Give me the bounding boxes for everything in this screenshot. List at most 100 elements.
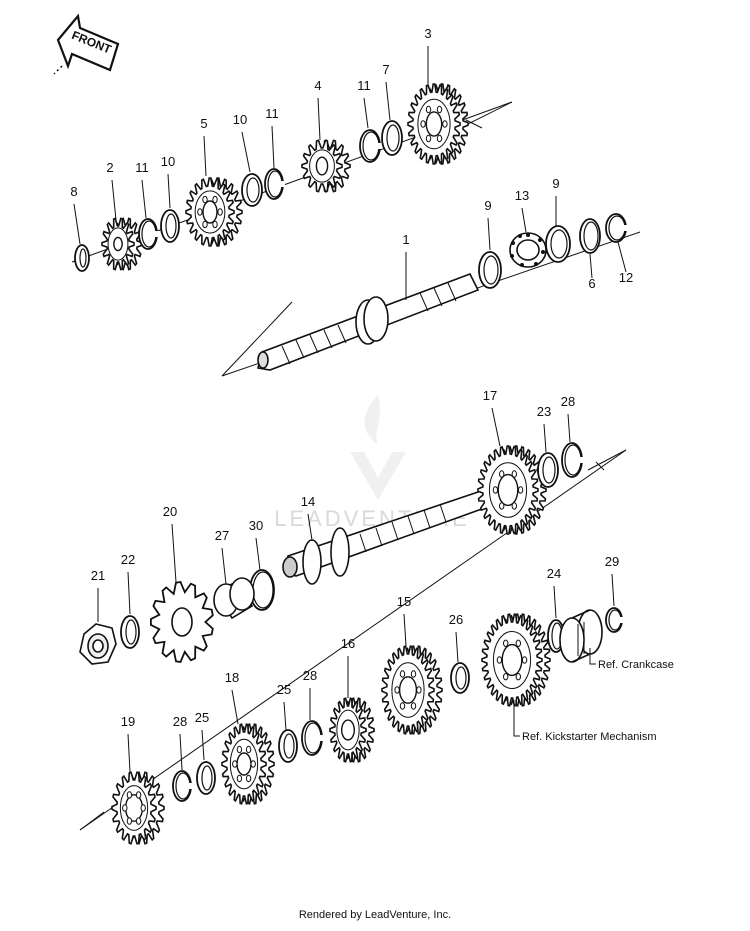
callout-c5: 5 xyxy=(200,116,207,131)
callout-c28b: 28 xyxy=(303,668,317,683)
gear-16-icon xyxy=(329,697,375,763)
callout-c29: 29 xyxy=(605,554,619,569)
front-arrow-icon xyxy=(53,13,120,75)
ref-kickstarter-text: Ref. Kickstarter Mechanism xyxy=(522,731,656,743)
washer-25a-icon xyxy=(196,761,216,795)
circlip-29-icon xyxy=(605,607,624,633)
washer-9a-icon xyxy=(478,251,502,289)
oring-30-icon xyxy=(249,569,275,611)
leader-c22 xyxy=(127,571,131,615)
rings-layer xyxy=(74,120,628,802)
leader-c13 xyxy=(521,207,527,233)
callout-c11a: 11 xyxy=(135,160,149,175)
leader-c10b xyxy=(241,131,251,173)
callout-c27: 27 xyxy=(215,528,229,543)
leader-c30 xyxy=(255,537,261,571)
washer-6-icon xyxy=(579,218,601,254)
gear-5-icon xyxy=(185,177,243,247)
washer-9b-icon xyxy=(545,225,571,263)
callout-c25b: 25 xyxy=(277,682,291,697)
gear-18-icon xyxy=(221,723,275,805)
washer-26-icon xyxy=(450,662,470,694)
needle-bearing-24 xyxy=(559,609,603,663)
callout-c10b: 10 xyxy=(233,112,247,127)
leader-c27 xyxy=(221,547,227,585)
leader-c24 xyxy=(553,585,557,619)
circlip-28a-icon xyxy=(561,442,584,478)
callout-c28c: 28 xyxy=(173,714,187,729)
gear-19-icon xyxy=(111,771,165,845)
washer-10b-icon xyxy=(241,173,263,207)
callout-c24: 24 xyxy=(547,566,561,581)
callout-c4: 4 xyxy=(314,78,321,93)
circlip-12-icon xyxy=(605,213,628,243)
footer-credit: Rendered by LeadVenture, Inc. xyxy=(299,909,451,921)
callout-c10a: 10 xyxy=(161,154,175,169)
ref-crankcase-text: Ref. Crankcase xyxy=(598,659,674,671)
washer-8-icon xyxy=(74,244,90,272)
gear-kick-icon xyxy=(481,613,551,707)
leader-c6 xyxy=(589,253,593,279)
gear-3-icon xyxy=(407,83,469,165)
leader-c2 xyxy=(111,179,117,221)
gear-17-icon xyxy=(477,445,547,535)
washer-22-icon xyxy=(120,615,140,649)
callout-c15: 15 xyxy=(397,594,411,609)
callout-c16: 16 xyxy=(341,636,355,651)
bushing-27 xyxy=(213,577,255,620)
ref-kickstarter: Ref. Kickstarter Mechanism xyxy=(513,700,656,743)
circlip-28b-icon xyxy=(301,720,324,756)
leader-c8 xyxy=(73,203,81,245)
leader-c20 xyxy=(171,523,177,583)
washer-7-icon xyxy=(381,120,403,156)
leader-c10a xyxy=(167,173,171,209)
callout-c28a: 28 xyxy=(561,394,575,409)
leader-c28a xyxy=(567,413,571,443)
leader-c25b xyxy=(283,701,287,731)
callout-c8: 8 xyxy=(70,184,77,199)
bearing-13 xyxy=(509,232,547,268)
circlip-11c-icon xyxy=(359,129,382,163)
callout-labels: 1234567899101011111112131415161718192021… xyxy=(70,26,633,729)
callout-c3: 3 xyxy=(424,26,431,41)
leader-c11c xyxy=(363,97,369,129)
leader-c15 xyxy=(403,613,407,647)
washer-25b-icon xyxy=(278,729,298,763)
main-shaft xyxy=(257,272,480,371)
leader-c7 xyxy=(385,81,391,121)
leader-lines xyxy=(73,46,627,773)
nut-21 xyxy=(79,623,117,665)
callout-c22: 22 xyxy=(121,552,135,567)
leader-c19 xyxy=(127,733,131,773)
callout-c2: 2 xyxy=(106,160,113,175)
callout-c23: 23 xyxy=(537,404,551,419)
circlip-11b-icon xyxy=(264,168,285,200)
callout-c18: 18 xyxy=(225,670,239,685)
leader-c17 xyxy=(491,407,501,447)
callout-c11b: 11 xyxy=(265,106,279,121)
gear-15-icon xyxy=(381,645,443,735)
leader-c23 xyxy=(543,423,547,453)
leader-c28c xyxy=(179,733,183,771)
ref-crankcase: Ref. Crankcase xyxy=(589,648,674,671)
callout-c6: 6 xyxy=(588,276,595,291)
gear-2-icon xyxy=(101,217,143,271)
circlip-28c-icon xyxy=(172,770,193,802)
gears-layer xyxy=(101,83,551,845)
washer-23-icon xyxy=(537,452,559,488)
callout-c11c: 11 xyxy=(357,78,371,93)
sprocket-bore xyxy=(171,607,193,637)
leader-c25a xyxy=(201,729,205,761)
watermark-logo xyxy=(350,395,406,500)
leader-c18 xyxy=(231,689,239,725)
callout-c30: 30 xyxy=(249,518,263,533)
callout-c21: 21 xyxy=(91,568,105,583)
callout-c14: 14 xyxy=(301,494,315,509)
washer-10a-icon xyxy=(160,209,180,243)
callout-c1: 1 xyxy=(402,232,409,247)
leader-c5 xyxy=(203,135,207,177)
callout-c7: 7 xyxy=(382,62,389,77)
circlip-11a-icon xyxy=(138,218,159,250)
